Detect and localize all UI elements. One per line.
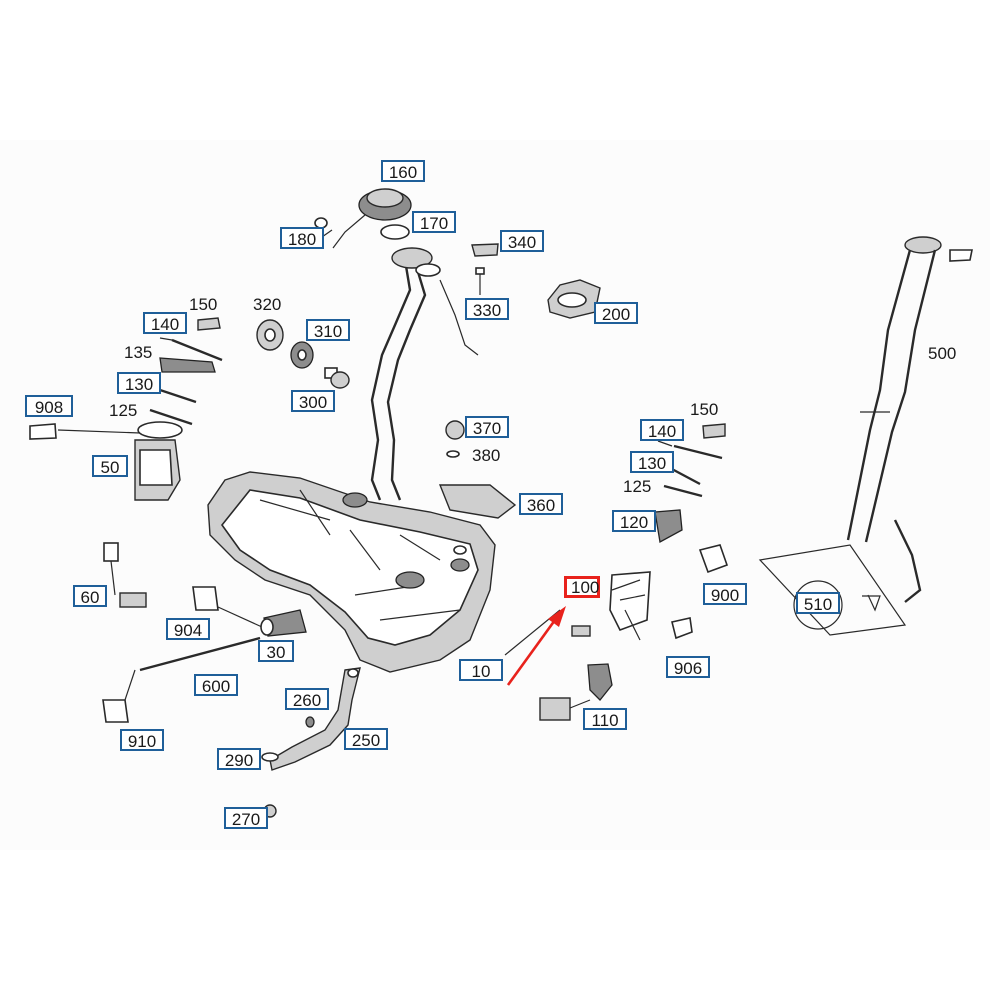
clamp-sheet-510-part (758, 544, 907, 636)
callout-10[interactable]: 10 (459, 659, 503, 681)
vent-pipes (370, 247, 479, 501)
callout-130-right[interactable]: 130 (630, 451, 674, 473)
callout-290[interactable]: 290 (217, 748, 261, 770)
callout-908[interactable]: 908 (25, 395, 73, 417)
callout-160[interactable]: 160 (381, 160, 425, 182)
parts-diagram: 160 170 180 340 330 200 310 300 140 130 … (0, 140, 990, 850)
filler-pipe-500-part (846, 236, 973, 603)
callout-600[interactable]: 600 (194, 674, 238, 696)
ring-310-part (290, 341, 314, 369)
callout-140-right[interactable]: 140 (640, 419, 684, 441)
sensor-30-part (192, 586, 307, 637)
label-500: 500 (928, 344, 957, 363)
washer-290-part (261, 752, 279, 762)
label-125-right: 125 (623, 477, 652, 496)
callout-250[interactable]: 250 (344, 728, 388, 750)
harness-600-part (102, 636, 261, 723)
fuel-tank-part (207, 471, 496, 673)
fuel-cap-part (314, 188, 412, 249)
label-320: 320 (253, 295, 282, 314)
fuel-system-drawing (29, 188, 973, 818)
right-seal-stack (663, 423, 726, 498)
pad-360-part (438, 484, 517, 519)
left-seal-stack (137, 317, 223, 439)
callout-370[interactable]: 370 (465, 416, 509, 438)
strap-250-part (269, 667, 361, 771)
callout-360[interactable]: 360 (519, 493, 563, 515)
label-150-right: 150 (690, 400, 719, 419)
bracket-340-part (471, 243, 499, 257)
connector-60-part (103, 542, 147, 608)
callout-340[interactable]: 340 (500, 230, 544, 252)
sender-120-part (654, 509, 729, 574)
callout-904[interactable]: 904 (166, 618, 210, 640)
fuel-pump-50-part (29, 423, 181, 501)
pump-module-100-part (571, 571, 693, 641)
label-380: 380 (472, 446, 501, 465)
callout-140-left[interactable]: 140 (143, 312, 187, 334)
callout-100-selected[interactable]: 100 (564, 576, 600, 598)
callout-330[interactable]: 330 (465, 298, 509, 320)
callout-30[interactable]: 30 (258, 640, 294, 662)
callout-180[interactable]: 180 (280, 227, 324, 249)
callout-270[interactable]: 270 (224, 807, 268, 829)
label-135: 135 (124, 343, 153, 362)
cover-200-part (547, 279, 601, 319)
callout-900[interactable]: 900 (703, 583, 747, 605)
selection-arrow (506, 606, 566, 686)
callout-170[interactable]: 170 (412, 211, 456, 233)
callout-906[interactable]: 906 (666, 656, 710, 678)
callout-260[interactable]: 260 (285, 688, 329, 710)
label-125-left: 125 (109, 401, 138, 420)
callout-310[interactable]: 310 (306, 319, 350, 341)
label-150-left: 150 (189, 295, 218, 314)
level-sender-110-part (539, 663, 613, 721)
callout-130-left[interactable]: 130 (117, 372, 161, 394)
callout-120[interactable]: 120 (612, 510, 656, 532)
bolt-330-part (475, 267, 485, 295)
callout-510[interactable]: 510 (796, 592, 840, 614)
bolt-260-part (305, 716, 315, 728)
callout-110[interactable]: 110 (583, 708, 627, 730)
valve-300-part (324, 367, 350, 389)
callout-300[interactable]: 300 (291, 390, 335, 412)
flange-320-part (256, 319, 284, 351)
callout-200[interactable]: 200 (594, 302, 638, 324)
callout-60[interactable]: 60 (73, 585, 107, 607)
callout-910[interactable]: 910 (120, 729, 164, 751)
nut-370-part (445, 420, 465, 458)
callout-50[interactable]: 50 (92, 455, 128, 477)
